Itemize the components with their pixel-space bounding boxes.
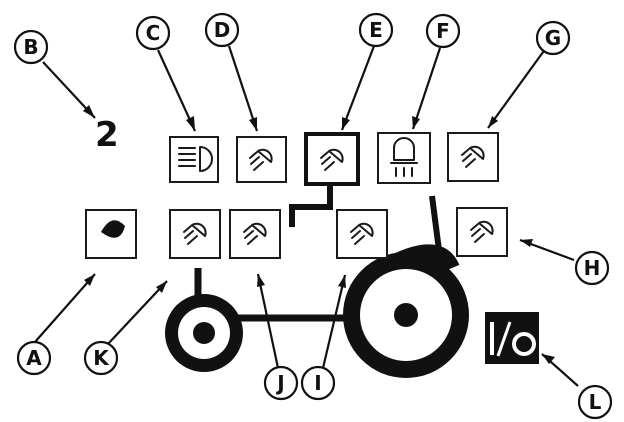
callout-l: L [577,384,613,420]
callout-d: D [204,12,240,48]
svg-text:I: I [314,371,321,395]
callout-h: H [574,250,610,286]
svg-text:A: A [26,346,42,370]
switch-c[interactable] [169,136,219,183]
switch-h[interactable] [456,207,508,257]
gear-number: 2 [95,115,119,155]
svg-text:E: E [369,18,383,42]
power-switch-icon [490,321,536,357]
switch-d[interactable] [236,136,287,183]
callout-e: E [358,12,394,48]
svg-text:G: G [545,26,561,50]
svg-text:F: F [436,19,450,43]
svg-text:D: D [214,18,231,42]
callout-j: J [263,365,299,401]
callout-c: C [135,15,171,51]
svg-text:J: J [275,371,284,395]
switch-f[interactable] [377,132,431,184]
callout-g: G [535,20,571,56]
callout-i: I [300,365,336,401]
callout-f: F [425,13,461,49]
beacon-light-icon [390,137,418,177]
callout-k: K [83,340,119,376]
switch-l[interactable] [485,312,539,364]
callout-b: B [13,29,49,65]
tractor-silhouette [165,186,469,378]
switch-a[interactable] [85,209,137,259]
switch-i[interactable] [336,209,388,259]
svg-text:H: H [584,256,601,280]
svg-text:C: C [146,21,161,45]
leader-lines [34,45,579,387]
switch-g[interactable] [447,132,499,182]
headlight-beam-icon [178,146,213,172]
switch-e[interactable] [304,132,360,186]
svg-text:K: K [93,346,110,370]
callout-a: A [16,340,52,376]
dot-indicator-icon [101,220,125,238]
svg-text:B: B [23,35,38,59]
switch-j[interactable] [229,209,281,259]
switch-k[interactable] [169,209,221,259]
svg-text:L: L [589,390,602,414]
